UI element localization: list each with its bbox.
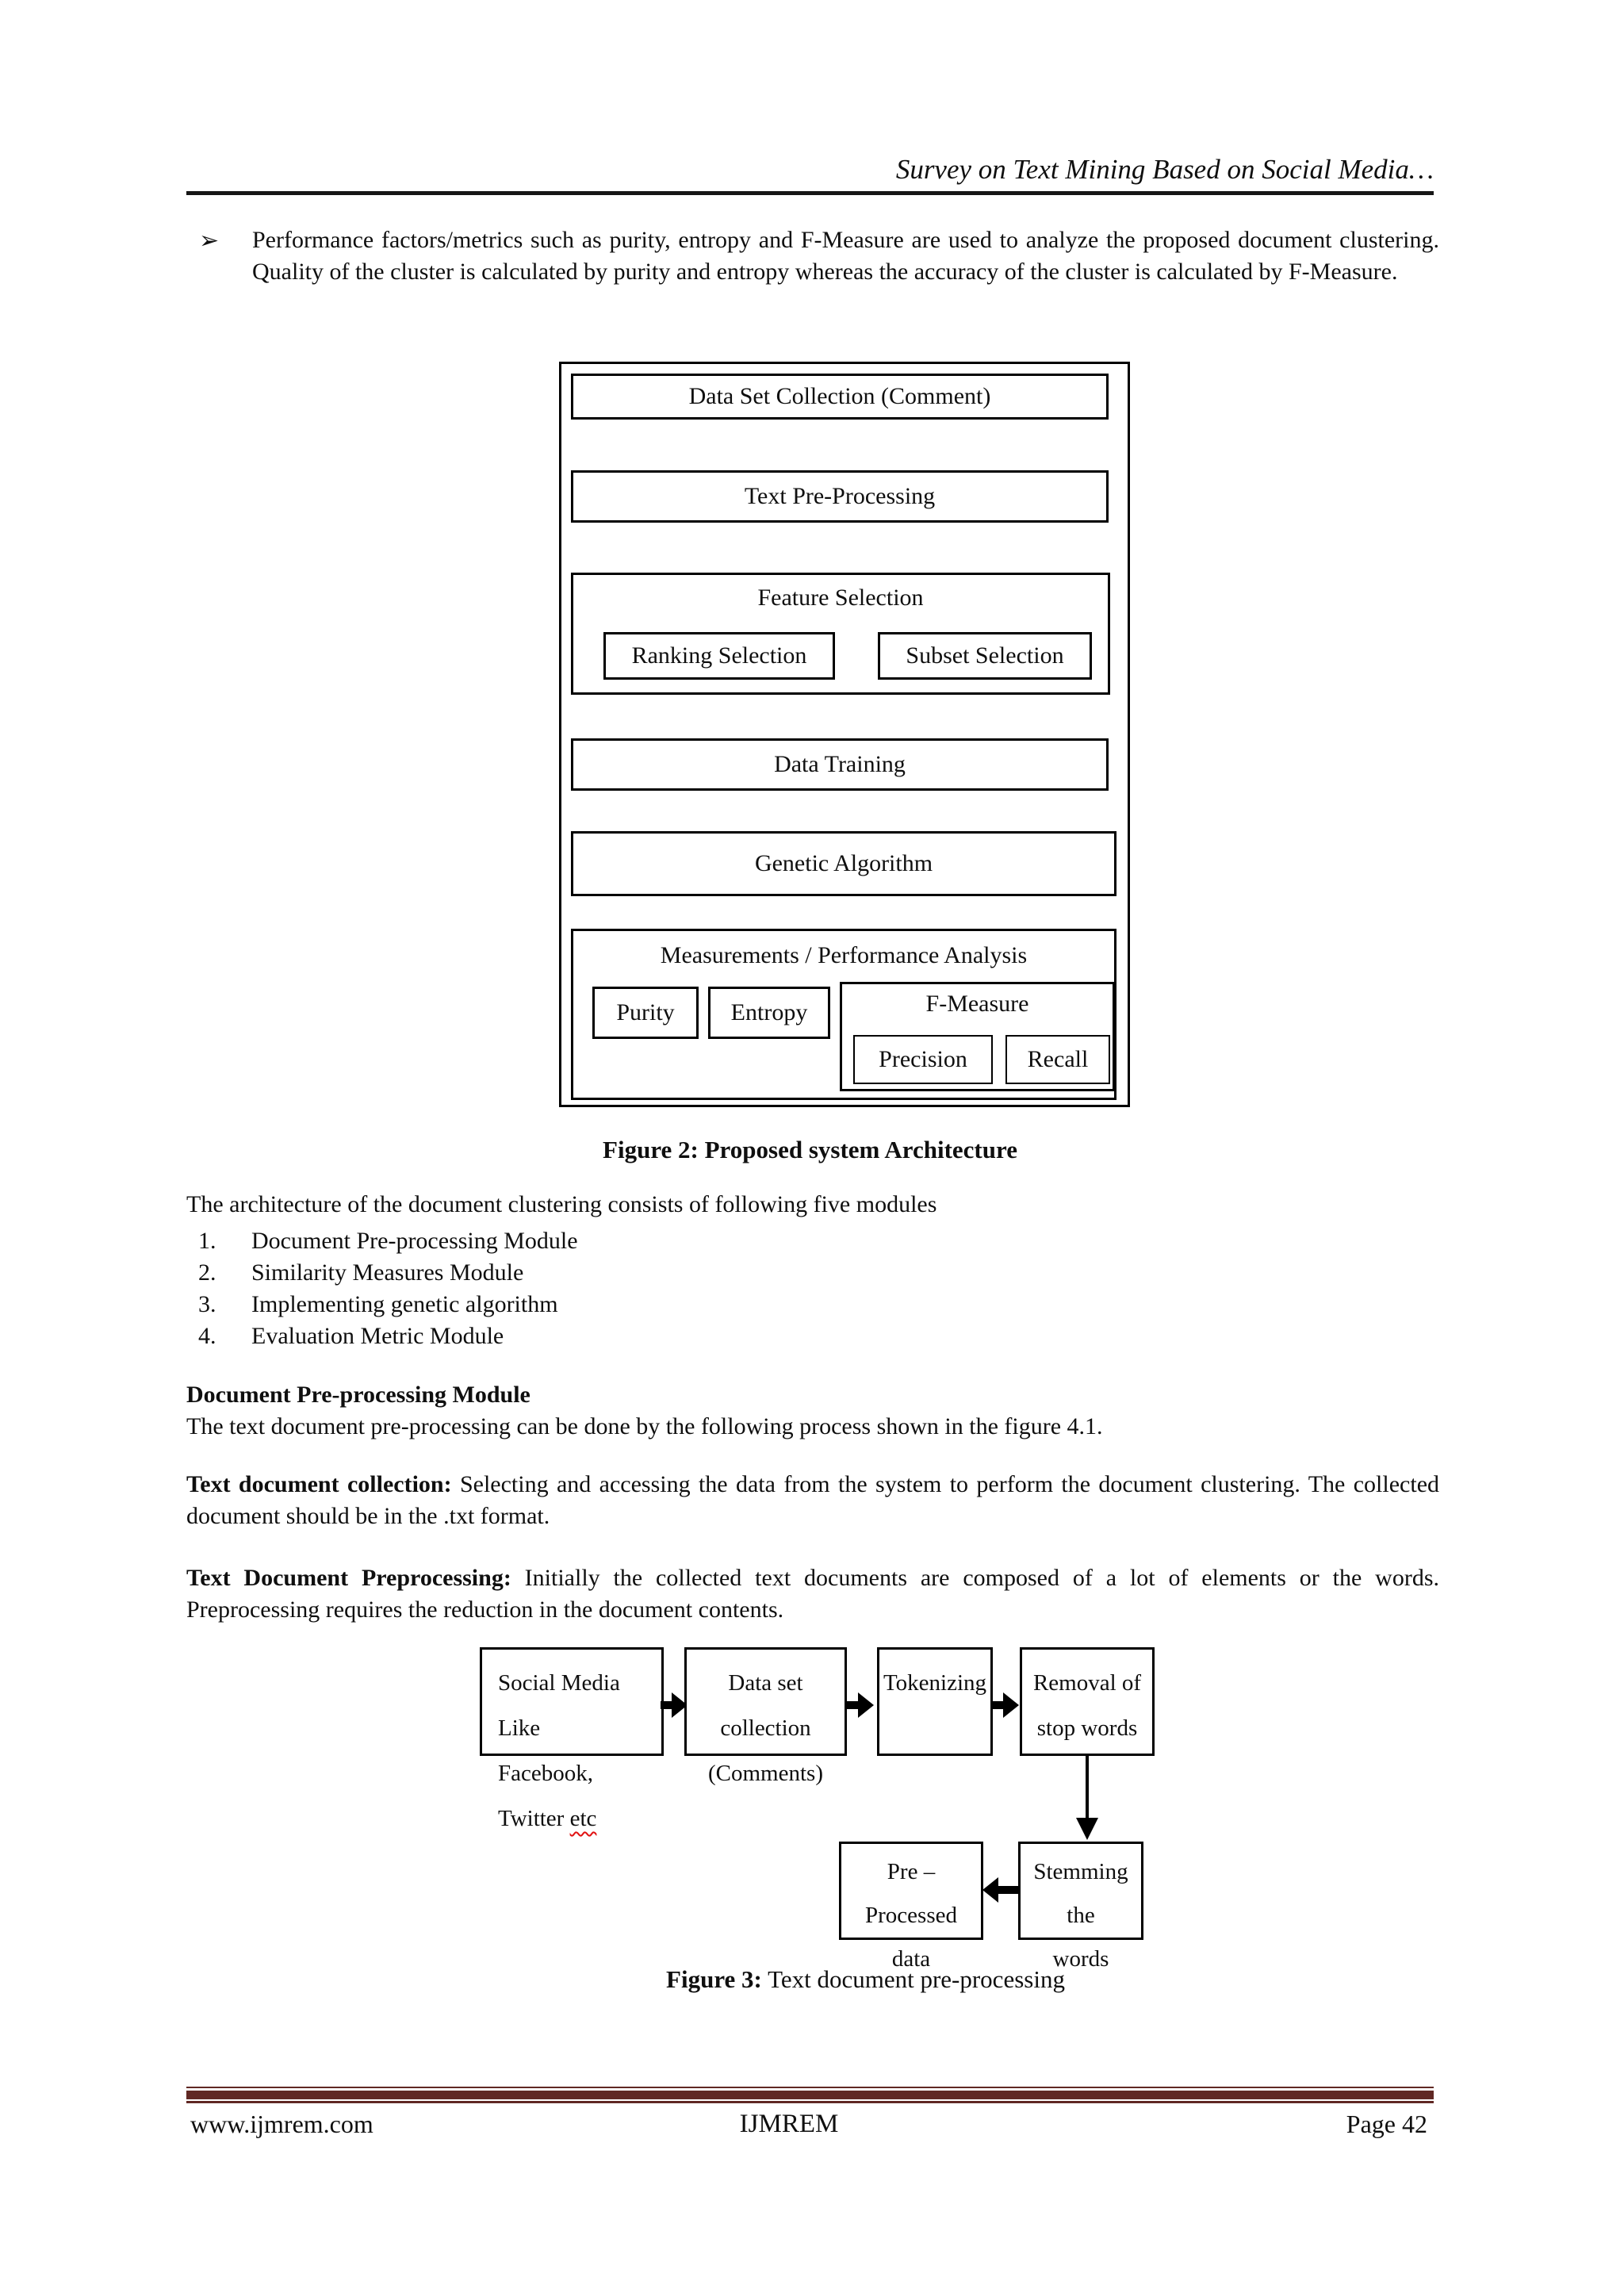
box-line: Tokenizing xyxy=(883,1670,987,1696)
intro-paragraph: Performance factors/metrics such as puri… xyxy=(252,227,1439,285)
fig2-box-dataset-collection: Data Set Collection (Comment) xyxy=(571,374,1109,420)
footer-journal-name: IJMREM xyxy=(739,2110,839,2138)
footer-website: www.ijmrem.com xyxy=(190,2110,373,2138)
box-line: data xyxy=(891,1946,931,1972)
list-item-label: Similarity Measures Module xyxy=(251,1259,524,1286)
fig2-panel-fmeasure: F-Measure Precision Recall xyxy=(840,982,1115,1091)
box-line: Pre – Processed xyxy=(865,1859,957,1928)
fig3-box-dataset-collection: Data set collection (Comments) xyxy=(684,1647,847,1786)
fig3-box-removal-stop-words: Removal of stop words xyxy=(1020,1647,1155,1756)
page-header-title: Survey on Text Mining Based on Social Me… xyxy=(895,154,1434,185)
list-item-label: Implementing genetic algorithm xyxy=(251,1291,558,1317)
box-line: Data set collection xyxy=(720,1670,811,1741)
figure2-caption-label: Figure 2: xyxy=(603,1136,699,1163)
list-item: 2. Similarity Measures Module xyxy=(198,1259,578,1291)
paragraph-body: Selecting and accessing the data from th… xyxy=(186,1471,1440,1529)
section-body: The text document pre-processing can be … xyxy=(186,1413,1103,1439)
figure2-caption: Figure 2: Proposed system Architecture xyxy=(186,1136,1434,1164)
fig3-box-social-media: Social Media Like Facebook, Twitter etc xyxy=(480,1647,664,1831)
paragraph-lead: Text Document Preprocessing: xyxy=(186,1565,511,1591)
footer-page-number: Page 42 xyxy=(1346,2110,1427,2138)
fig2-feature-selection-label: Feature Selection xyxy=(757,585,924,611)
fig2-panel-measurements: Measurements / Performance Analysis Puri… xyxy=(571,929,1116,1100)
architecture-intro: The architecture of the document cluster… xyxy=(186,1191,937,1217)
bullet-arrow-icon: ➢ xyxy=(199,228,220,254)
fig2-panel-feature-selection: Feature Selection Ranking Selection Subs… xyxy=(571,573,1110,695)
text-document-collection-paragraph: Text document collection: Selecting and … xyxy=(186,1469,1439,1532)
footer-rule-thin-bottom xyxy=(186,2101,1434,2103)
box-line: Social Media Like xyxy=(498,1670,620,1741)
footer-rule-thick xyxy=(186,2091,1434,2099)
list-item: 4. Evaluation Metric Module xyxy=(198,1323,578,1355)
fig2-box-entropy: Entropy xyxy=(708,987,830,1039)
arrow-right-icon xyxy=(661,1692,688,1718)
list-item: 3. Implementing genetic algorithm xyxy=(198,1291,578,1323)
arrow-left-icon xyxy=(982,1877,1019,1903)
section-heading: Document Pre-processing Module xyxy=(186,1382,530,1408)
box-line-text: Facebook, Twitter xyxy=(498,1761,593,1831)
arrow-right-icon xyxy=(847,1692,874,1718)
box-line: (Comments) xyxy=(708,1761,823,1786)
list-item: 1. Document Pre-processing Module xyxy=(198,1228,578,1259)
fig3-box-stemming-words: Stemming the words xyxy=(1018,1842,1143,1972)
list-item-number: 3. xyxy=(198,1291,216,1317)
box-line: Facebook, Twitter etc xyxy=(498,1751,661,1842)
figure2-diagram: Data Set Collection (Comment) Text Pre-P… xyxy=(559,362,1130,1107)
figure3-caption-label: Figure 3: xyxy=(666,1965,762,1993)
list-item-number: 1. xyxy=(198,1228,216,1254)
list-item-number: 2. xyxy=(198,1259,216,1286)
fig2-box-recall: Recall xyxy=(1005,1035,1110,1084)
fig3-box-tokenizing: Tokenizing xyxy=(877,1647,993,1756)
fig2-box-precision: Precision xyxy=(853,1035,993,1084)
list-item-number: 4. xyxy=(198,1323,216,1349)
fig2-measurements-label: Measurements / Performance Analysis xyxy=(660,942,1028,968)
fig2-box-subset-selection: Subset Selection xyxy=(878,632,1092,680)
paragraph-body: Initially the collected text documents a… xyxy=(186,1565,1439,1623)
box-line: Removal of xyxy=(1032,1670,1142,1696)
spellcheck-underlined-word: etc xyxy=(569,1806,597,1831)
box-line: words xyxy=(1052,1946,1109,1972)
arrow-right-icon xyxy=(992,1692,1019,1718)
text-document-preprocessing-paragraph: Text Document Preprocessing: Initially t… xyxy=(186,1562,1439,1626)
fig2-box-data-training: Data Training xyxy=(571,738,1109,791)
fig2-box-purity: Purity xyxy=(592,987,699,1039)
fig2-fmeasure-label: F-Measure xyxy=(925,991,1029,1017)
list-item-label: Document Pre-processing Module xyxy=(251,1228,578,1254)
fig2-box-text-preprocessing: Text Pre-Processing xyxy=(571,470,1109,523)
fig2-box-ranking-selection: Ranking Selection xyxy=(603,632,835,680)
arrow-down-icon xyxy=(1076,1756,1098,1840)
paragraph-lead: Text document collection: xyxy=(186,1471,452,1497)
box-line: stop words xyxy=(1036,1715,1138,1741)
module-list: 1. Document Pre-processing Module 2. Sim… xyxy=(198,1228,578,1355)
header-rule xyxy=(186,191,1434,195)
footer-rule-thin-top xyxy=(186,2087,1434,2088)
fig3-box-preprocessed-data: Pre – Processed data xyxy=(839,1842,983,1972)
fig2-box-genetic-algorithm: Genetic Algorithm xyxy=(571,831,1116,896)
list-item-label: Evaluation Metric Module xyxy=(251,1323,504,1349)
figure2-caption-text: Proposed system Architecture xyxy=(698,1136,1017,1163)
figure3-caption-text: Text document pre-processing xyxy=(761,1965,1065,1993)
box-line: Stemming the xyxy=(1033,1859,1128,1928)
figure3-caption: Figure 3: Text document pre-processing xyxy=(242,1965,1489,1994)
